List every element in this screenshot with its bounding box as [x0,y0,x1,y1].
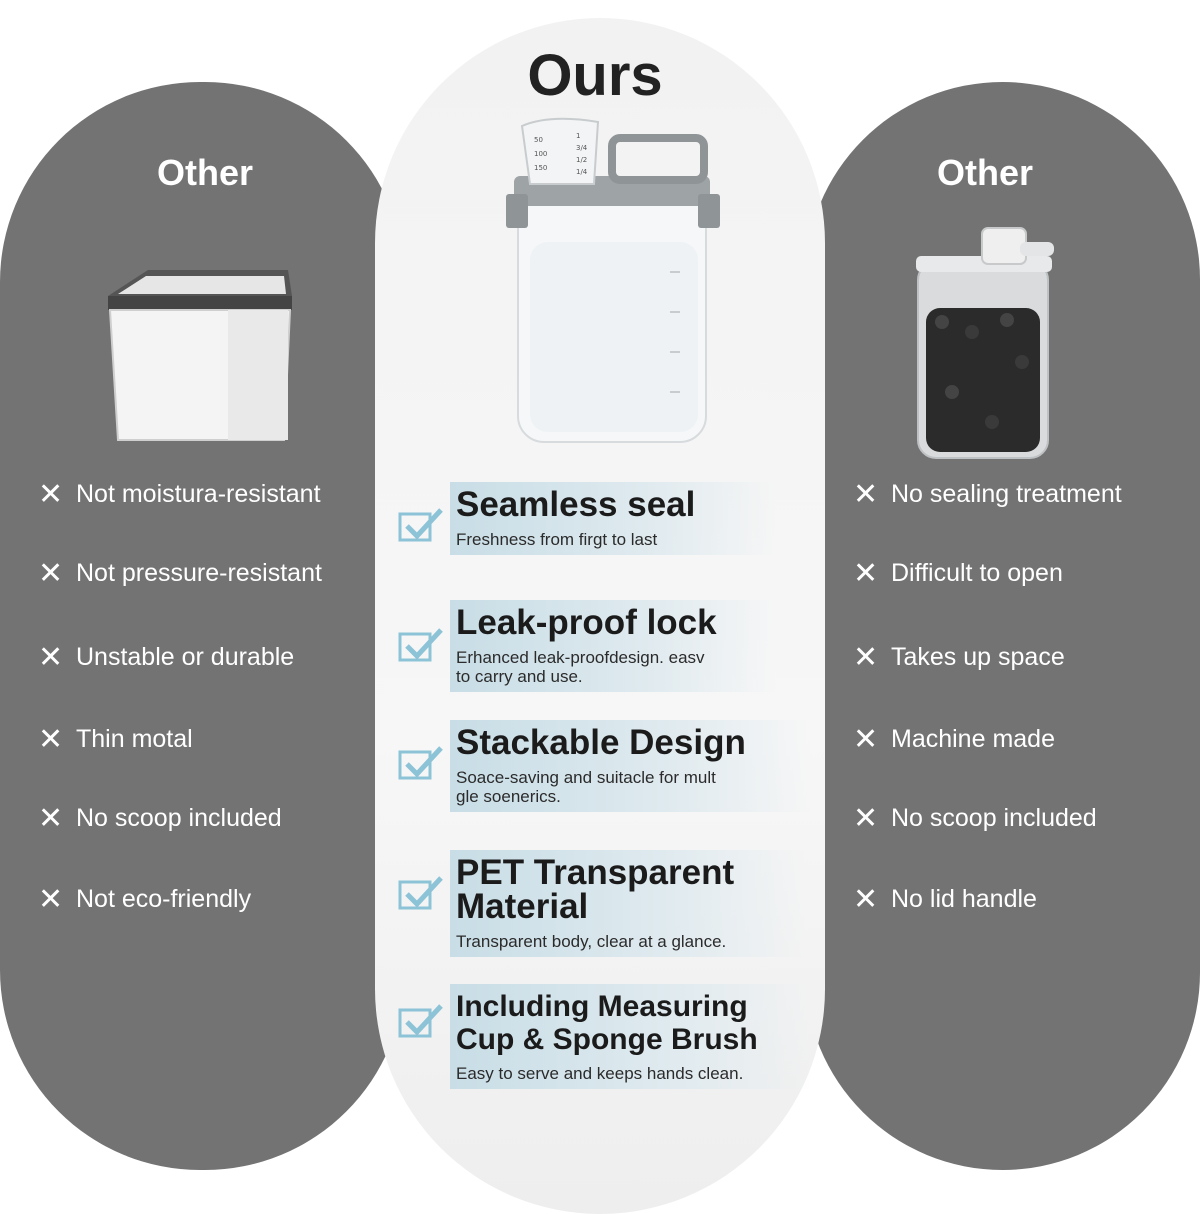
right-con-item: ✕Machine made [853,722,1055,757]
right-con-item: ✕No scoop included [853,801,1097,836]
left-con-item: ✕Not eco-friendly [38,882,252,917]
x-icon: ✕ [38,477,64,512]
feature-leak-proof-lock: Leak-proof lock Erhanced leak-proofdesig… [395,600,815,700]
feature-card: Leak-proof lock Erhanced leak-proofdesig… [450,600,776,692]
measure-scale-left: 50 100 150 [534,136,547,172]
check-icon [398,1004,443,1038]
right-con-item: ✕Takes up space [853,640,1065,675]
svg-text:150: 150 [534,164,547,172]
feature-title: Seamless seal [456,485,696,524]
feature-title: PET Transparent Material [456,853,735,926]
left-con-item: ✕Thin motal [38,722,193,757]
feature-card: Including Measuring Cup & Sponge Brush E… [450,984,811,1089]
left-con-item: ✕Unstable or durable [38,640,295,675]
right-product-image [916,227,1054,459]
feature-card: Stackable Design Soace-saving and suitac… [450,720,811,812]
svg-text:1: 1 [576,132,580,140]
x-icon: ✕ [38,801,64,836]
check-icon [398,746,443,780]
feature-measuring-cup: Including Measuring Cup & Sponge Brush E… [395,984,815,1089]
feature-desc: Erhanced leak-proofdesign. easv to carry… [456,648,705,686]
left-con-item: ✕Not pressure-resistant [38,556,322,591]
right-con-item: ✕No lid handle [853,882,1037,917]
svg-text:3/4: 3/4 [576,144,588,152]
other-left-panel [0,82,405,1170]
check-icon [398,628,443,662]
x-icon: ✕ [38,556,64,591]
x-icon: ✕ [38,882,64,917]
feature-seamless-seal: Seamless seal Freshness from firgt to la… [395,482,815,572]
right-con-item: ✕No sealing treatment [853,477,1122,512]
x-icon: ✕ [38,640,64,675]
ours-title: Ours [527,43,663,108]
left-con-item: ✕Not moistura-resistant [38,477,321,512]
left-column-title: Other [156,152,253,193]
center-product-image: 50 100 150 1 3/4 1/2 1/4 [506,117,720,443]
feature-title: Stackable Design [456,723,746,762]
check-icon [398,508,443,542]
svg-text:1/2: 1/2 [576,156,587,164]
feature-stackable-design: Stackable Design Soace-saving and suitac… [395,720,815,820]
svg-text:50: 50 [534,136,543,144]
right-column-title: Other [936,152,1033,193]
feature-card: PET Transparent Material Transparent bod… [450,850,806,957]
x-icon: ✕ [853,640,879,675]
feature-pet-material: PET Transparent Material Transparent bod… [395,850,815,957]
feature-card: Seamless seal Freshness from firgt to la… [450,482,776,555]
measure-scale-right: 1 3/4 1/2 1/4 [576,132,588,176]
check-icon [398,876,443,910]
left-product-image [108,270,292,441]
svg-text:100: 100 [534,150,547,158]
x-icon: ✕ [853,722,879,757]
left-con-item: ✕No scoop included [38,801,282,836]
x-icon: ✕ [38,722,64,757]
feature-desc: Soace-saving and suitacle for mult gle s… [456,768,716,806]
feature-title: Including Measuring Cup & Sponge Brush [456,990,758,1056]
x-icon: ✕ [853,801,879,836]
feature-title: Leak-proof lock [456,603,717,642]
x-icon: ✕ [853,477,879,512]
feature-desc: Easy to serve and keeps hands clean. [456,1064,744,1083]
right-con-item: ✕Difficult to open [853,556,1063,591]
feature-desc: Freshness from firgt to last [456,530,658,549]
x-icon: ✕ [853,882,879,917]
x-icon: ✕ [853,556,879,591]
feature-desc: Transparent body, clear at a glance. [456,932,727,951]
svg-text:1/4: 1/4 [576,168,588,176]
